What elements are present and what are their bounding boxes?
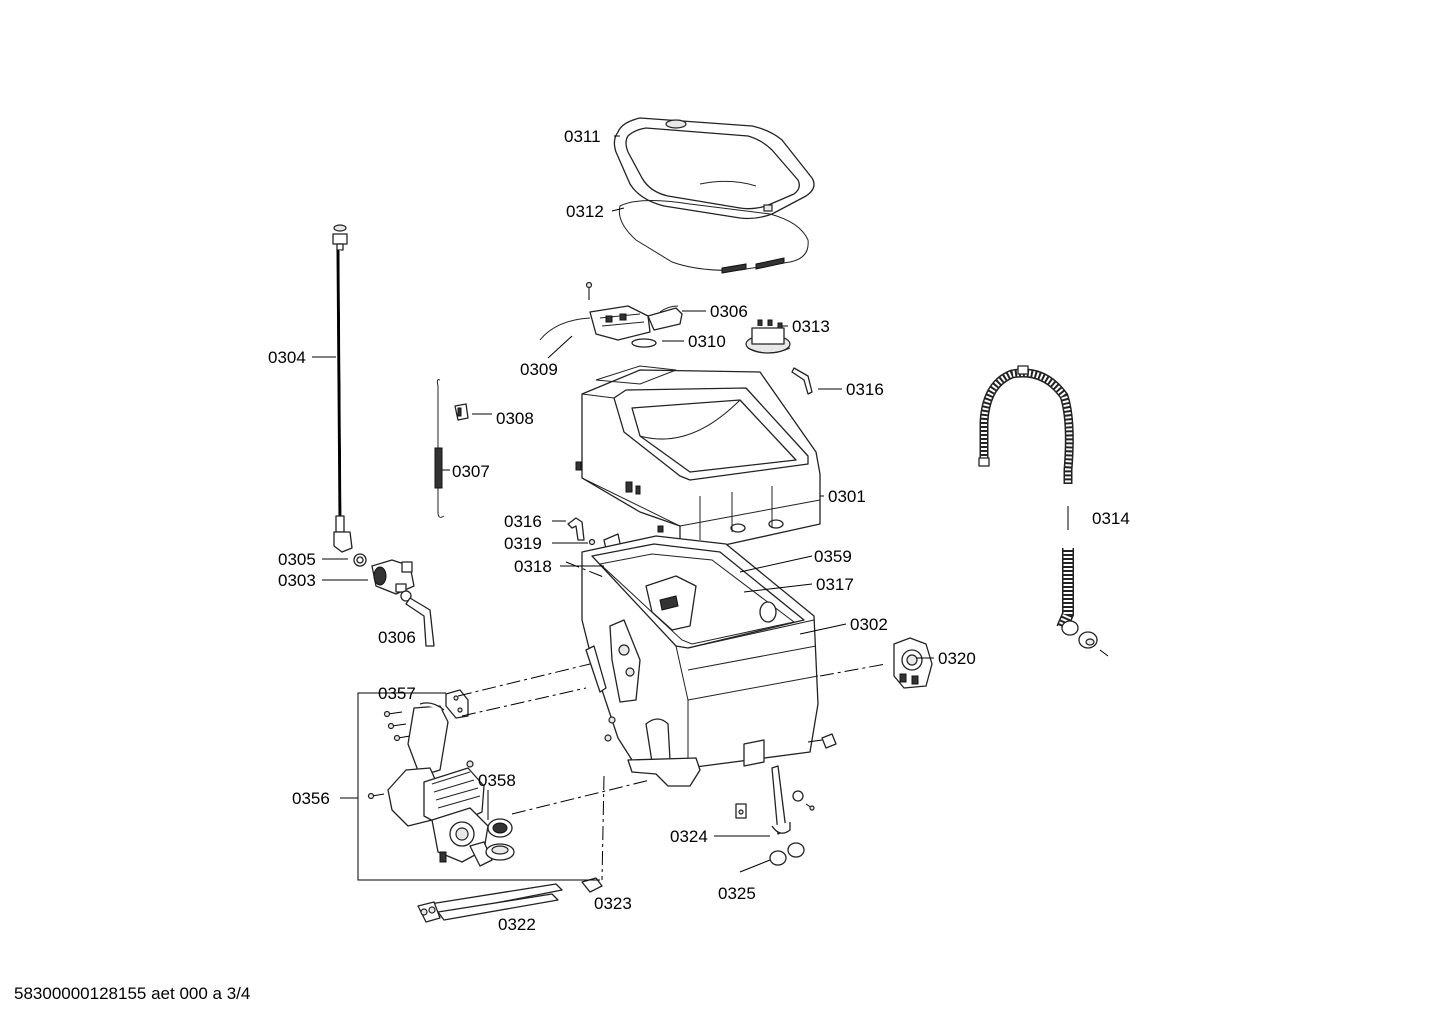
part-0307-spring <box>434 379 445 518</box>
label-0306-lower: 0306 <box>378 628 416 647</box>
part-0306-lower-hose <box>400 590 435 647</box>
label-0320: 0320 <box>938 649 976 668</box>
part-0356-sump-housing <box>387 702 515 867</box>
label-0303: 0303 <box>278 571 316 590</box>
label-0305: 0305 <box>278 550 316 569</box>
label-0306-upper: 0306 <box>710 302 748 321</box>
label-0324: 0324 <box>670 827 708 846</box>
label-0311: 0311 <box>564 127 601 146</box>
part-screws-left <box>367 710 411 800</box>
diagram-footer-code: 58300000128155 aet 000 a 3/4 <box>14 984 250 1003</box>
assembly-lines <box>457 561 887 881</box>
part-labels: 0311 0312 0306 0313 0310 0309 0304 0316 … <box>268 127 1130 934</box>
label-0316-lower: 0316 <box>504 512 542 531</box>
part-0316-upper-hose <box>791 367 813 395</box>
label-0357: 0357 <box>378 684 416 703</box>
label-0314: 0314 <box>1092 509 1130 528</box>
part-0311-lid-frame <box>613 117 815 220</box>
part-0325-caps <box>769 842 805 866</box>
part-0313-pressure-switch <box>745 319 791 354</box>
part-0302-lower-tub <box>581 535 819 787</box>
part-0324-strap <box>735 733 837 835</box>
label-0307: 0307 <box>452 462 490 481</box>
part-0316-lower-pipe <box>567 517 585 541</box>
label-0301: 0301 <box>828 487 866 506</box>
part-0303-inlet-valve <box>371 559 415 595</box>
label-0310: 0310 <box>688 332 726 351</box>
label-0319: 0319 <box>504 534 542 553</box>
label-0318: 0318 <box>514 557 552 576</box>
part-0319-screw <box>588 538 596 546</box>
part-0323-clip <box>581 877 603 893</box>
part-small-screw <box>585 281 593 300</box>
label-0302: 0302 <box>850 615 888 634</box>
label-0308: 0308 <box>496 409 534 428</box>
leader-lines <box>312 135 1069 881</box>
part-0314-drain-hose <box>978 365 1109 657</box>
part-0358-gasket <box>487 818 513 838</box>
label-0356: 0356 <box>292 789 330 808</box>
label-0313: 0313 <box>792 317 830 336</box>
label-0359: 0359 <box>814 547 852 566</box>
label-0322: 0322 <box>498 915 536 934</box>
label-0325: 0325 <box>718 884 756 903</box>
part-0320-pump <box>893 637 933 689</box>
part-0312-door-seal <box>618 199 809 274</box>
part-0301-top-tub <box>575 365 821 551</box>
part-0322-heater <box>417 883 563 923</box>
part-0310-o-ring <box>631 338 657 348</box>
part-0309-level-switch <box>539 305 683 341</box>
label-0323: 0323 <box>594 894 632 913</box>
part-0308-clip <box>454 403 469 421</box>
part-0305-ring <box>353 553 367 567</box>
label-0358: 0358 <box>478 771 516 790</box>
label-0304: 0304 <box>268 348 306 367</box>
part-0357-bracket <box>445 689 469 719</box>
label-0317: 0317 <box>816 575 854 594</box>
label-0316-upper: 0316 <box>846 380 884 399</box>
part-0304-inlet-rod <box>332 224 353 553</box>
label-0309: 0309 <box>520 360 558 379</box>
label-0312: 0312 <box>566 202 604 221</box>
